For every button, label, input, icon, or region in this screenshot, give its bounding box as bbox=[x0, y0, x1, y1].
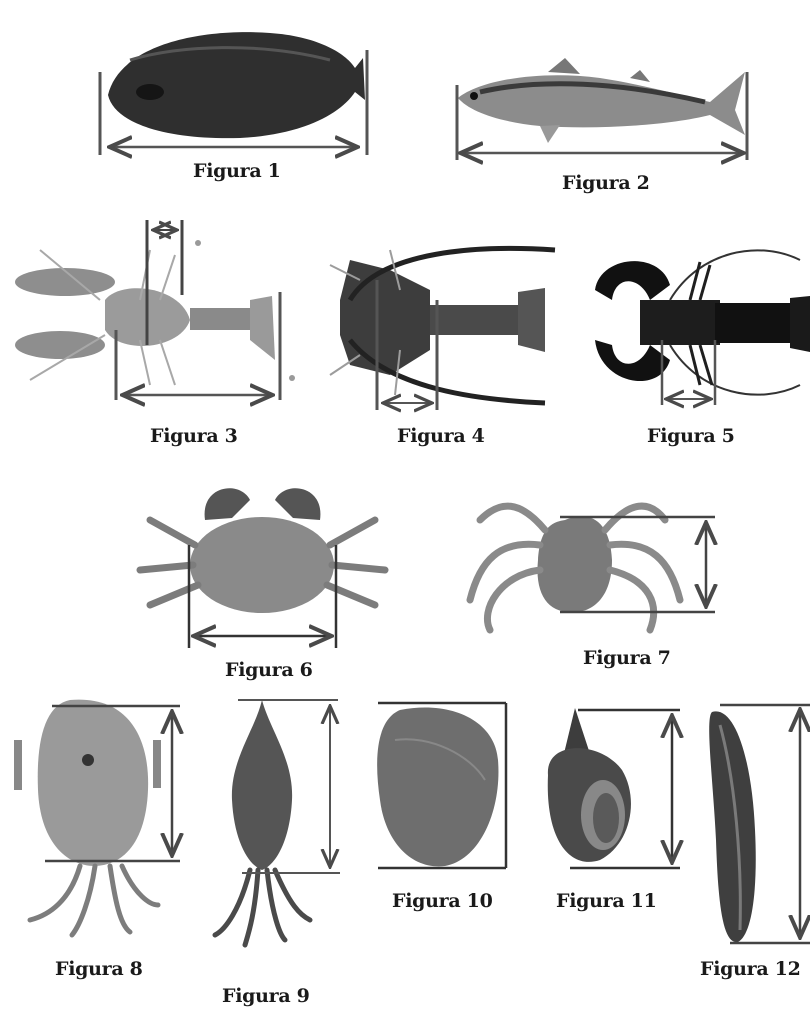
figure-11-caption: Figura 11 bbox=[556, 890, 656, 912]
figure-2-mackerel bbox=[457, 58, 747, 160]
figure-4-caption: Figura 4 bbox=[397, 425, 485, 447]
figure-9-caption: Figura 9 bbox=[222, 985, 310, 1007]
figure-7-spider-crab bbox=[470, 506, 715, 630]
figure-4-spiny-lobster bbox=[330, 248, 555, 410]
figure-3-caption: Figura 3 bbox=[150, 425, 238, 447]
figure-7-caption: Figura 7 bbox=[583, 647, 671, 669]
figure-12-caption: Figura 12 bbox=[700, 958, 800, 980]
figure-12-razor-clam bbox=[709, 705, 810, 943]
figure-2-caption: Figura 2 bbox=[562, 172, 650, 194]
figure-10-clam bbox=[377, 703, 506, 868]
figure-1-flatfish bbox=[100, 32, 367, 155]
figure-10-caption: Figura 10 bbox=[392, 890, 492, 912]
figure-6-crab bbox=[140, 488, 385, 648]
figure-3-prawn bbox=[15, 220, 295, 400]
figure-5-caption: Figura 5 bbox=[647, 425, 735, 447]
figure-9-squid bbox=[215, 700, 340, 945]
figure-8-caption: Figura 8 bbox=[55, 958, 143, 980]
figure-8-octopus bbox=[14, 700, 180, 935]
figure-11-whelk bbox=[548, 708, 680, 868]
figure-5-lobster bbox=[595, 250, 810, 405]
figure-6-caption: Figura 6 bbox=[225, 659, 313, 681]
figure-1-caption: Figura 1 bbox=[193, 160, 281, 182]
